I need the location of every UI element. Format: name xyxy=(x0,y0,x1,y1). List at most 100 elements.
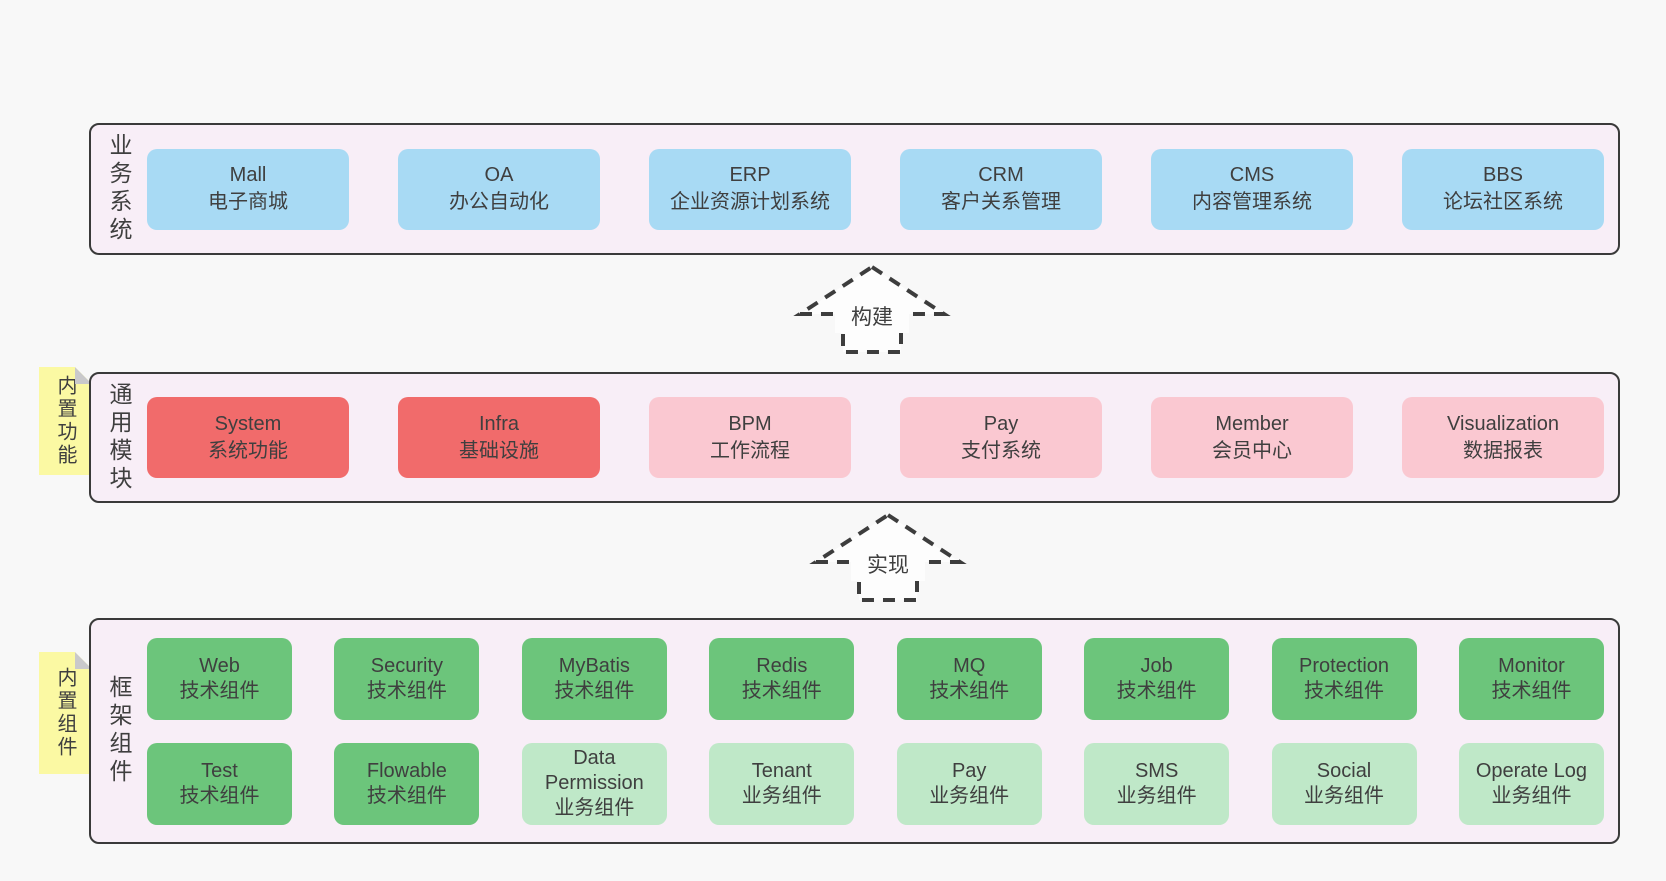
band-label-framework-components: 框架组件 xyxy=(91,620,147,842)
box-infra: Infra 基础设施 xyxy=(398,397,600,478)
arrow-build-label-bg xyxy=(835,299,909,333)
box-subtitle: 业务组件 xyxy=(929,784,1010,807)
box-visualization: Visualization 数据报表 xyxy=(1402,397,1604,478)
box-title: OA xyxy=(484,164,514,186)
sticky-built-in-features: 内置功能 xyxy=(39,367,92,475)
box-title: Mall xyxy=(229,164,267,186)
box-subtitle: 技术组件 xyxy=(179,679,260,702)
arrow-implement: 实现 xyxy=(809,512,967,602)
sticky-text: 内置功能 xyxy=(54,375,76,467)
box-title: Job xyxy=(1140,654,1173,677)
sticky-text: 内置组件 xyxy=(54,667,76,759)
box-title: Monitor xyxy=(1498,654,1565,677)
box-cms: CMS 内容管理系统 xyxy=(1151,148,1353,230)
box-subtitle: 技术组件 xyxy=(179,784,260,807)
box-bpm: BPM 工作流程 xyxy=(649,397,851,478)
box-subtitle: 数据报表 xyxy=(1463,439,1543,462)
box-title: Member xyxy=(1215,412,1289,435)
box-title: CRM xyxy=(978,164,1024,186)
box-subtitle: 技术组件 xyxy=(1491,679,1572,702)
arrow-implement-label: 实现 xyxy=(867,554,909,577)
box-subtitle: 业务组件 xyxy=(1491,784,1572,807)
box-title: System xyxy=(214,412,282,435)
box-oa: OA 办公自动化 xyxy=(398,148,600,230)
box-subtitle: 工作流程 xyxy=(710,439,790,462)
box-subtitle: 基础设施 xyxy=(459,439,539,462)
box-subtitle: 业务组件 xyxy=(1304,784,1385,807)
box-title: Data Permission xyxy=(544,747,644,794)
box-subtitle: 技术组件 xyxy=(366,679,447,702)
box-subtitle: 企业资源计划系统 xyxy=(670,191,830,213)
box-title: CMS xyxy=(1229,164,1275,186)
box-title: Web xyxy=(199,654,240,677)
box-title: ERP xyxy=(729,164,771,186)
box-title: Pay xyxy=(951,759,987,782)
box-title: Tenant xyxy=(751,759,812,782)
box-title: Pay xyxy=(983,412,1019,435)
box-subtitle: 内容管理系统 xyxy=(1192,191,1312,213)
box-title: MQ xyxy=(953,654,986,677)
box-subtitle: 技术组件 xyxy=(929,679,1010,702)
box-subtitle: 支付系统 xyxy=(961,439,1041,462)
box-title: BBS xyxy=(1482,164,1524,186)
box-title: Protection xyxy=(1299,654,1390,677)
sticky-built-in-components: 内置组件 xyxy=(39,652,92,774)
box-bbs: BBS 论坛社区系统 xyxy=(1402,148,1604,230)
box-subtitle: 系统功能 xyxy=(208,439,288,462)
box-title: MyBatis xyxy=(558,654,630,677)
box-subtitle: 技术组件 xyxy=(366,784,447,807)
box-subtitle: 技术组件 xyxy=(741,679,822,702)
box-title: Flowable xyxy=(366,759,447,782)
box-subtitle: 客户关系管理 xyxy=(941,191,1061,213)
band-label-text: 通用模块 xyxy=(106,381,132,494)
box-subtitle: 技术组件 xyxy=(554,679,635,702)
box-erp: ERP 企业资源计划系统 xyxy=(649,148,851,230)
box-title: Infra xyxy=(478,412,520,435)
box-subtitle: 技术组件 xyxy=(1304,679,1385,702)
box-pay: Pay 支付系统 xyxy=(900,397,1102,478)
box-title: Operate Log xyxy=(1475,759,1588,782)
box-subtitle: 论坛社区系统 xyxy=(1443,191,1563,213)
box-subtitle: 技术组件 xyxy=(1116,679,1197,702)
band-label-text: 业务系统 xyxy=(106,133,132,245)
box-system: System 系统功能 xyxy=(147,397,349,478)
arrow-build-label: 构建 xyxy=(851,306,893,329)
box-subtitle: 办公自动化 xyxy=(449,191,549,213)
box-title: Visualization xyxy=(1447,412,1559,435)
arrow-build: 构建 xyxy=(793,264,951,354)
box-crm: CRM 客户关系管理 xyxy=(900,148,1102,230)
box-title: SMS xyxy=(1134,759,1179,782)
box-title: Social xyxy=(1316,759,1372,782)
box-subtitle: 业务组件 xyxy=(741,784,822,807)
band-label-business-systems: 业务系统 xyxy=(91,125,147,253)
box-subtitle: 业务组件 xyxy=(1116,784,1197,807)
box-title: Redis xyxy=(756,654,808,677)
band-label-text: 框架组件 xyxy=(106,675,132,787)
arrow-implement-label-bg xyxy=(851,547,925,581)
box-title: Test xyxy=(201,759,238,782)
box-title: BPM xyxy=(728,412,772,435)
